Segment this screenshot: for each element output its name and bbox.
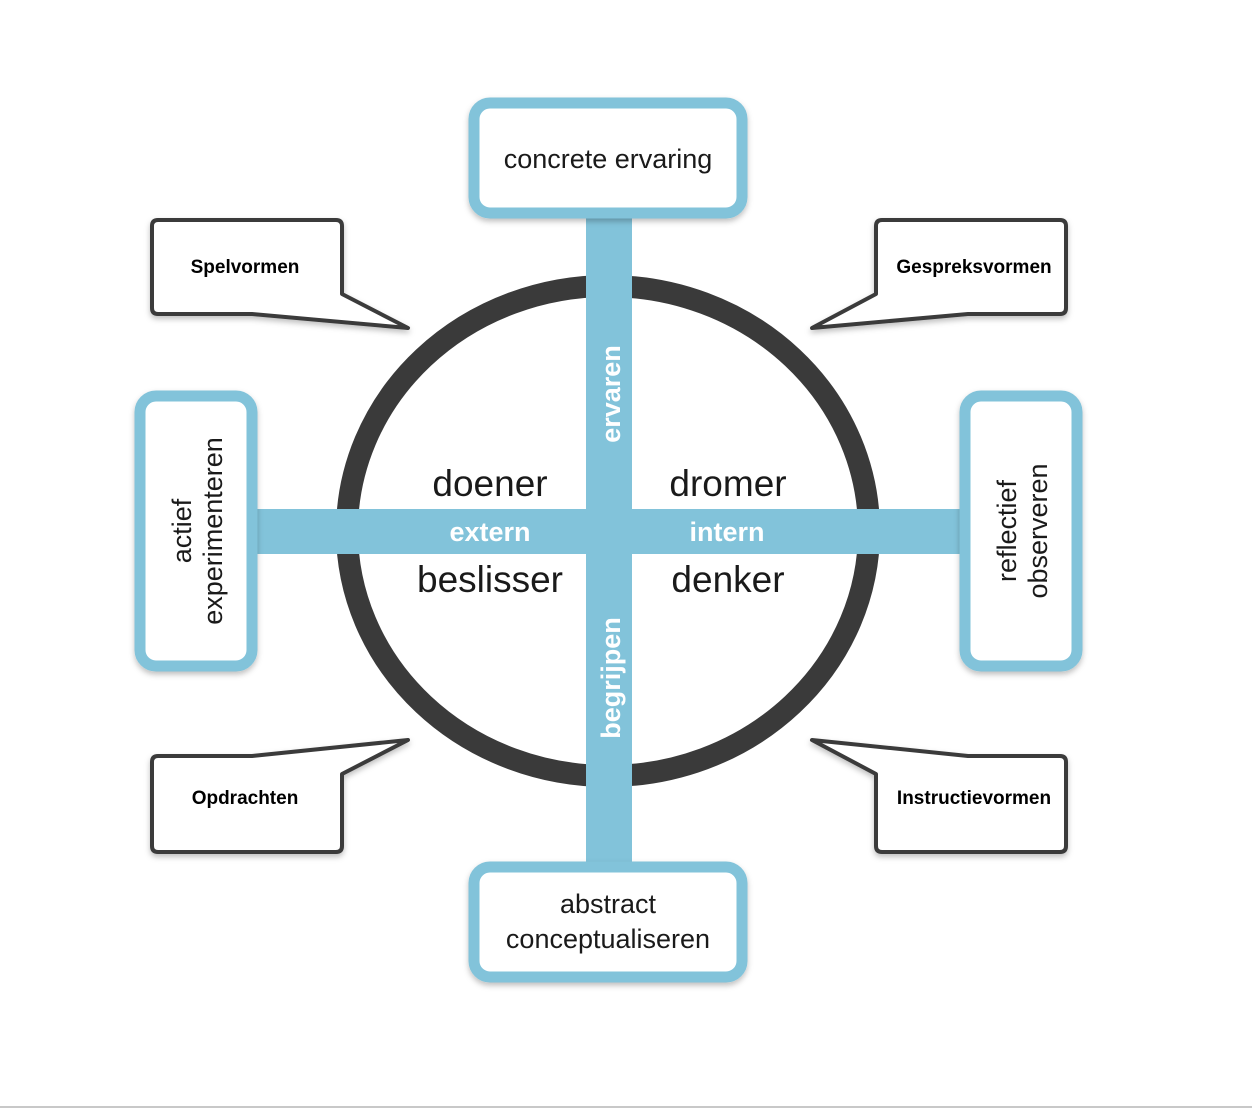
stage-box-right [959,390,1083,672]
callout-bottom-left [150,738,410,854]
horizontal-axis [255,509,963,554]
callout-top-left [150,218,410,330]
stage-box-top [468,97,748,219]
callout-label-instructievormen: Instructievormen [897,788,1051,809]
quadrant-label-dromer: dromer [669,463,786,504]
axis-label-ervaren: ervaren [596,345,626,443]
stage-label-reflective-line1: reflectief [992,479,1022,582]
stage-label-reflective-line2: observeren [1023,463,1053,598]
stage-label-active-line2: experimenteren [198,437,228,625]
callout-label-opdrachten: Opdrachten [192,788,299,809]
callout-label-gespreksvormen: Gespreksvormen [896,257,1051,278]
stage-label-abstract-line2: conceptualiseren [506,924,710,954]
quadrant-label-doener: doener [432,463,547,504]
stage-label-active-line1: actief [167,498,197,563]
stage-box-bottom [468,861,748,983]
stage-label-concrete-experience: concrete ervaring [504,144,713,174]
bottom-divider [0,1106,1252,1108]
callout-label-spelvormen: Spelvormen [191,257,300,278]
stage-box-left [134,390,258,672]
callout-top-right [810,218,1068,330]
callout-bottom-right [810,738,1068,854]
axis-label-begrijpen: begrijpen [596,617,626,739]
axis-label-extern: extern [449,517,530,547]
quadrant-label-beslisser: beslisser [417,559,563,600]
stage-label-abstract-line1: abstract [560,889,657,919]
axis-label-intern: intern [689,517,764,547]
quadrant-label-denker: denker [671,559,784,600]
